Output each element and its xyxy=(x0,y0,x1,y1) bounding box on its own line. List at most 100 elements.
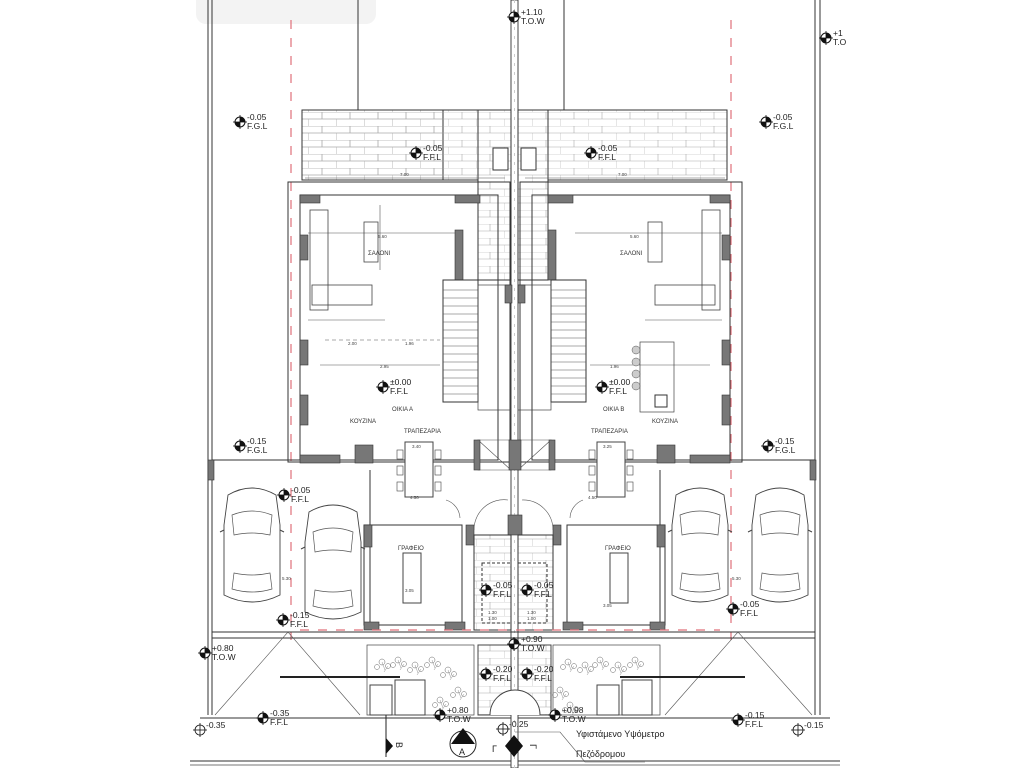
level-marker: -0.05F.F.L xyxy=(725,599,760,618)
svg-text:T.O.W: T.O.W xyxy=(562,714,586,724)
svg-text:2.00: 2.00 xyxy=(348,341,357,346)
house-b-walls xyxy=(519,181,743,464)
house-a-label: ΟΙΚΙΑ Α xyxy=(392,407,413,413)
svg-text:3.05: 3.05 xyxy=(405,588,414,593)
svg-text:5.30: 5.30 xyxy=(732,576,741,581)
svg-text:5.60: 5.60 xyxy=(630,234,639,239)
level-marker: -0.35F.F.L xyxy=(255,708,290,727)
level-marker: -0.15F.F.L xyxy=(275,610,310,629)
svg-text:7.00: 7.00 xyxy=(618,172,627,177)
house-a-walls xyxy=(287,181,511,464)
svg-text:3.40: 3.40 xyxy=(412,444,421,449)
svg-text:2.95: 2.95 xyxy=(380,364,389,369)
room-label-kouzina-a: ΚΟΥΖΙΝΑ xyxy=(350,419,376,425)
svg-text:B: B xyxy=(394,742,404,748)
svg-text:Υφιστάμενο Υψόμετρο: Υφιστάμενο Υψόμετρο xyxy=(576,729,665,739)
svg-text:±0.00: ±0.00 xyxy=(609,377,630,387)
svg-text:T.O.W: T.O.W xyxy=(521,16,545,26)
svg-text:1.96: 1.96 xyxy=(610,364,619,369)
svg-text:F.F.L: F.F.L xyxy=(534,589,552,599)
room-label-kouzina-b: ΚΟΥΖΙΝΑ xyxy=(652,419,678,425)
level-marker: -0.05F.G.L xyxy=(232,112,268,131)
svg-text:-0.15: -0.15 xyxy=(247,436,267,446)
svg-text:F.G.L: F.G.L xyxy=(247,121,268,131)
svg-text:-0.05: -0.05 xyxy=(773,112,793,122)
section-mark-b: B xyxy=(385,715,404,757)
svg-text:Γ: Γ xyxy=(492,744,497,754)
svg-text:1.96: 1.96 xyxy=(405,341,414,346)
level-marker: +0.90T.O.W xyxy=(506,634,545,653)
svg-text:+1.10: +1.10 xyxy=(521,7,543,17)
ground-floor-front xyxy=(207,459,817,639)
svg-text:+0.80: +0.80 xyxy=(212,643,234,653)
stairs xyxy=(442,279,587,471)
party-wall xyxy=(510,0,519,768)
room-label-grafeio-b: ΓΡΑΦΕΙΟ xyxy=(605,546,631,552)
svg-text:F.F.L: F.F.L xyxy=(423,152,441,162)
svg-text:-0.35: -0.35 xyxy=(206,720,226,730)
svg-text:F.F.L: F.F.L xyxy=(740,608,758,618)
svg-text:3.05: 3.05 xyxy=(603,603,612,608)
svg-text:-0.05: -0.05 xyxy=(423,143,443,153)
svg-text:-0.15: -0.15 xyxy=(775,436,795,446)
svg-text:F.F.L: F.F.L xyxy=(291,494,309,504)
section-mark-g: Γ Γ xyxy=(492,735,538,757)
level-marker: +1.10T.O.W xyxy=(506,7,545,26)
svg-text:Γ: Γ xyxy=(528,744,538,749)
svg-text:4.50: 4.50 xyxy=(588,495,597,500)
level-marker: +0.80T.O.W xyxy=(432,705,471,724)
svg-text:T.O.W: T.O.W xyxy=(212,652,236,662)
level-marker: +0.80T.O.W xyxy=(197,643,236,662)
front-garden xyxy=(214,631,813,716)
level-marker: -0.15F.G.L xyxy=(760,436,796,455)
level-marker: -0.05F.F.L xyxy=(408,143,443,162)
scan-artifact xyxy=(196,0,376,24)
svg-text:F.F.L: F.F.L xyxy=(609,386,627,396)
level-markers: +1.10T.O.W -0.05F.G.L -0.05F.G.L -0.05F.… xyxy=(197,7,847,729)
site-boundaries xyxy=(190,0,840,766)
level-marker: -0.15F.F.L xyxy=(730,710,765,729)
svg-text:F.F.L: F.F.L xyxy=(270,717,288,727)
svg-text:-0.20: -0.20 xyxy=(534,664,554,674)
room-label-trapezaria-b: ΤΡΑΠΕΖΑΡΙΑ xyxy=(591,429,628,435)
level-marker: -0.15F.G.L xyxy=(232,436,268,455)
svg-text:1.30: 1.30 xyxy=(488,610,497,615)
car-icon xyxy=(300,504,366,620)
svg-text:4.50: 4.50 xyxy=(410,495,419,500)
svg-text:+0.80: +0.80 xyxy=(447,705,469,715)
living-room-furniture xyxy=(309,209,721,311)
svg-text:-0.20: -0.20 xyxy=(493,664,513,674)
svg-text:-0.25: -0.25 xyxy=(509,719,529,729)
house-b-label: ΟΙΚΙΑ Β xyxy=(603,407,624,413)
level-marker: -0.20F.F.L xyxy=(478,664,513,683)
section-markers: B A Γ Γ xyxy=(385,715,538,758)
car-icon xyxy=(667,487,733,603)
dimension-labels: 5.60 5.60 1.96 1.96 2.95 2.00 3.40 3.25 … xyxy=(282,234,741,621)
level-marker: +1T.O xyxy=(818,28,847,47)
svg-text:1.00: 1.00 xyxy=(488,616,497,621)
level-marker: ±0.00F.F.L xyxy=(375,377,411,396)
room-labels: ΣΑΛΟΝΙ ΣΑΛΟΝΙ ΟΙΚΙΑ Α ΟΙΚΙΑ Β ΚΟΥΖΙΝΑ ΚΟ… xyxy=(350,251,678,552)
svg-text:Πεζόδρομου: Πεζόδρομου xyxy=(576,749,625,759)
spot-level: -0.15 xyxy=(790,720,824,738)
svg-text:+0.98: +0.98 xyxy=(562,705,584,715)
svg-text:F.F.L: F.F.L xyxy=(598,152,616,162)
svg-text:T.O.W: T.O.W xyxy=(521,643,545,653)
level-marker: -0.05F.F.L xyxy=(583,143,618,162)
spot-level: -0.25 xyxy=(495,719,529,737)
svg-text:3.25: 3.25 xyxy=(603,444,612,449)
svg-text:F.G.L: F.G.L xyxy=(775,445,796,455)
svg-text:5.60: 5.60 xyxy=(378,234,387,239)
svg-text:-0.15: -0.15 xyxy=(290,610,310,620)
svg-text:-0.15: -0.15 xyxy=(804,720,824,730)
svg-text:F.G.L: F.G.L xyxy=(247,445,268,455)
svg-text:A: A xyxy=(459,747,465,757)
svg-text:F.F.L: F.F.L xyxy=(534,673,552,683)
svg-text:-0.05: -0.05 xyxy=(740,599,760,609)
svg-text:-0.05: -0.05 xyxy=(534,580,554,590)
svg-text:F.F.L: F.F.L xyxy=(390,386,408,396)
car-icon xyxy=(219,487,285,603)
dining-tables xyxy=(396,441,634,498)
room-label-saloni-b: ΣΑΛΟΝΙ xyxy=(620,251,643,257)
